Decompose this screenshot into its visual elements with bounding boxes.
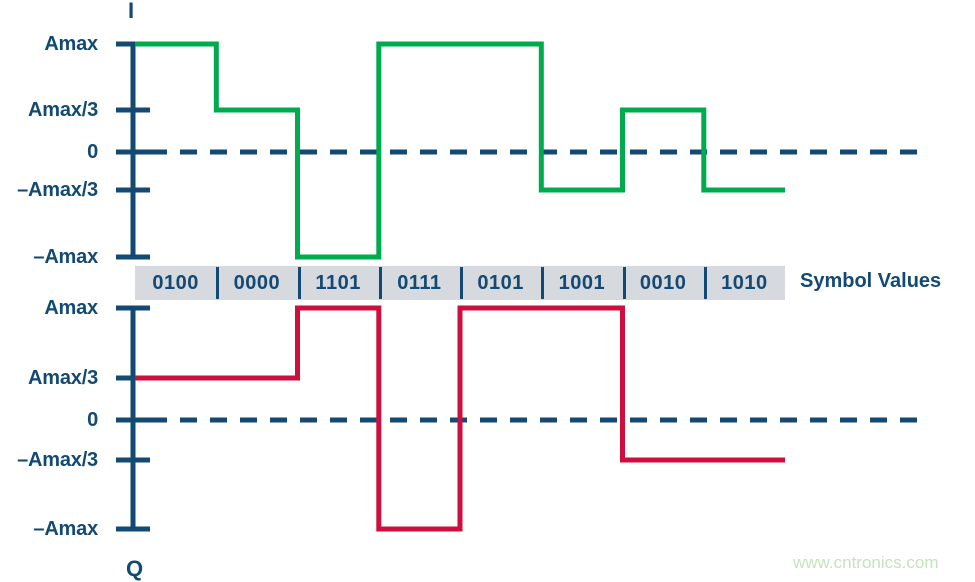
i-tick-label-neg-amax-third: –Amax/3 (17, 179, 98, 201)
symbol-value: 0101 (477, 271, 524, 294)
symbol-values-title: Symbol Values (800, 270, 942, 292)
i-tick-label-neg-amax: –Amax (33, 246, 98, 268)
symbol-cell: 0010 (622, 266, 704, 300)
symbol-value: 0000 (233, 271, 281, 294)
i-tick-label-amax-third: Amax/3 (28, 99, 98, 121)
symbol-values-band: 0100 0000 1101 0111 0101 1001 0010 1010 (135, 266, 785, 300)
q-tick-label-amax: Amax (44, 297, 98, 319)
watermark-text: www.cntronics.com (793, 553, 939, 572)
symbol-cell: 0101 (460, 266, 541, 300)
i-waveform (135, 41, 785, 260)
symbol-value: 0111 (397, 271, 442, 294)
symbol-cell: 0111 (378, 266, 460, 300)
symbol-value: 1010 (721, 271, 768, 294)
q-tick-label-neg-amax-third: –Amax/3 (17, 449, 98, 471)
symbol-value: 1101 (315, 271, 361, 294)
i-axis-letter: I (128, 0, 135, 23)
symbol-value: 0010 (639, 271, 687, 294)
q-axis-letter: Q (126, 556, 144, 581)
i-tick-label-zero: 0 (87, 141, 98, 163)
q-waveform (135, 305, 785, 532)
i-tick-label-amax: Amax (44, 33, 98, 55)
q-tick-label-neg-amax: –Amax (33, 518, 98, 540)
symbol-cell: 1010 (703, 266, 785, 300)
symbol-cell: 1101 (297, 266, 379, 300)
symbol-cell: 0000 (216, 266, 297, 300)
q-tick-label-amax-third: Amax/3 (28, 367, 98, 389)
symbol-value: 0100 (152, 271, 199, 294)
symbol-value: 1001 (558, 271, 606, 294)
symbol-cell: 0100 (135, 266, 216, 300)
q-tick-label-zero: 0 (87, 409, 98, 431)
symbol-cell: 1001 (541, 266, 622, 300)
